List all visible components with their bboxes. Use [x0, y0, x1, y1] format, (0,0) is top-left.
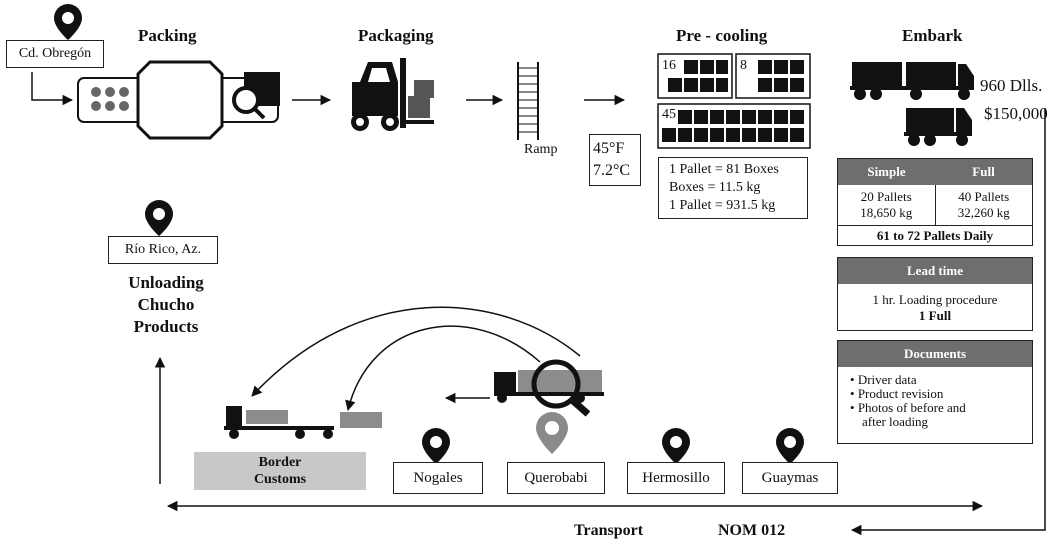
forklift-icon: [351, 58, 434, 131]
table-cell: 40 Pallets: [958, 189, 1010, 204]
origin-city-label: Cd. Obregón: [6, 40, 104, 68]
destination-line: Products: [133, 317, 199, 336]
box-count: 16: [662, 58, 676, 73]
lead-time-line: 1 hr. Loading procedure: [872, 292, 998, 307]
pallet-info-box: 1 Pallet = 81 Boxes Boxes = 11.5 kg 1 Pa…: [658, 157, 808, 219]
pallet-info-line: 1 Pallet = 81 Boxes: [669, 162, 779, 177]
packing-machine-icon: [77, 60, 280, 140]
box-count: 45: [662, 107, 676, 122]
curved-arrow: [251, 306, 581, 397]
full-truck-icon: [850, 62, 974, 100]
price-label: 960 Dlls.: [980, 76, 1043, 95]
border-customs-box: Border Customs: [194, 452, 366, 490]
location-pin-icon: [422, 428, 450, 464]
document-item: • Driver data: [850, 372, 917, 387]
lead-time-line: 1 Full: [918, 308, 952, 323]
location-pin-icon: [662, 428, 690, 464]
pallet-info-line: Boxes = 11.5 kg: [669, 180, 761, 195]
temperature-c: 7.2°C: [593, 162, 631, 179]
ramp-icon: [517, 62, 539, 140]
document-item: • Product revision: [850, 386, 944, 401]
ramp-label: Ramp: [524, 142, 558, 157]
document-item: • Photos of before and: [850, 400, 966, 415]
table-cell: 32,260 kg: [957, 205, 1010, 220]
box-stack-icon: [662, 60, 804, 142]
panel-header: Lead time: [838, 258, 1032, 284]
inspection-truck-icon: [494, 359, 604, 417]
temperature-box: 45°F 7.2°C: [589, 134, 641, 186]
city-querobabi: Querobabi: [507, 462, 605, 494]
document-item: after loading: [862, 414, 929, 429]
temperature-f: 45°F: [593, 140, 625, 157]
table-cell: 18,650 kg: [860, 205, 913, 220]
location-pin-icon: [536, 412, 568, 454]
return-arrow: [850, 108, 1046, 536]
panel-header: Documents: [838, 341, 1032, 367]
price-label: $150,000: [984, 104, 1048, 123]
destination-line: Unloading: [128, 273, 204, 292]
table-header: Full: [972, 164, 995, 179]
step-packaging-title: Packaging: [358, 26, 434, 45]
pallet-info-line: 1 Pallet = 931.5 kg: [669, 198, 776, 213]
box-count: 8: [740, 58, 747, 73]
city-hermosillo: Hermosillo: [627, 462, 725, 494]
location-pin-icon: [145, 200, 173, 236]
location-pin-icon: [54, 4, 82, 40]
transport-label: Transport: [574, 522, 644, 539]
capacity-table: Simple Full 20 Pallets 18,650 kg 40 Pall…: [837, 158, 1033, 246]
city-guaymas: Guaymas: [742, 462, 838, 494]
city-nogales: Nogales: [393, 462, 483, 494]
destination-line: Chucho: [137, 295, 195, 314]
step-precooling-title: Pre - cooling: [676, 26, 768, 45]
table-header: Simple: [867, 164, 906, 179]
lead-time-panel: Lead time 1 hr. Loading procedure 1 Full: [837, 257, 1033, 331]
simple-truck-icon: [904, 108, 972, 146]
border-line: Border: [258, 455, 302, 470]
table-footer: 61 to 72 Pallets Daily: [876, 228, 994, 243]
table-cell: 20 Pallets: [860, 189, 912, 204]
origin-arrow: [31, 72, 74, 106]
destination-city-label: Río Rico, Az.: [108, 236, 218, 264]
curved-arrow: [345, 325, 541, 412]
step-embark-title: Embark: [902, 26, 963, 45]
step-packing-title: Packing: [138, 26, 197, 45]
border-truck-icon: [224, 406, 382, 439]
nom-label: NOM 012: [718, 522, 786, 539]
location-pin-icon: [776, 428, 804, 464]
destination-title: Unloading Chucho Products: [102, 272, 230, 338]
border-line: Customs: [253, 472, 307, 487]
documents-panel: Documents • Driver data • Product revisi…: [837, 340, 1033, 444]
